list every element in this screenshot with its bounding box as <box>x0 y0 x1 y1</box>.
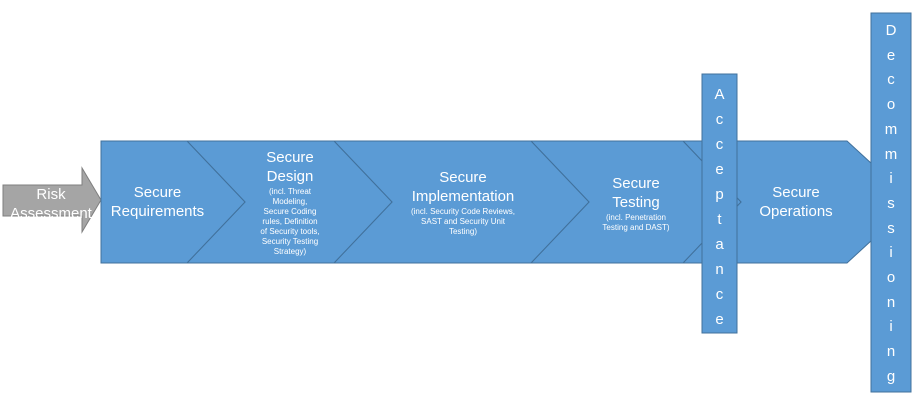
risk-assessment-label-box: Risk Assessment <box>5 185 97 223</box>
stage-secure-operations: Secure Operations <box>745 172 847 232</box>
stage-title: Secure Testing <box>612 174 660 211</box>
gate-letter: c <box>715 136 724 153</box>
gate-letter: D <box>885 22 897 39</box>
gate-letter: t <box>717 211 722 228</box>
stage-shape-secure-requirements <box>100 140 246 264</box>
gate-letter: c <box>715 286 724 303</box>
stage-detail: (incl. Penetration Testing and DAST) <box>602 212 670 232</box>
stage-secure-requirements: Secure Requirements <box>105 160 210 244</box>
gate-letter: i <box>889 170 893 188</box>
gate-letter: i <box>889 244 893 262</box>
gate-letter: e <box>715 311 724 328</box>
gate-letter: s <box>887 194 895 212</box>
gate-letter: e <box>886 46 896 64</box>
stage-detail: (incl. Security Code Reviews, SAST and S… <box>410 206 516 236</box>
gate-letter: n <box>715 261 724 278</box>
gate-letter: o <box>886 269 896 286</box>
stage-title: Secure Requirements <box>110 184 205 220</box>
gate-letter: c <box>887 71 895 89</box>
stage-secure-design: Secure Design (incl. Threat Modeling, Se… <box>238 140 342 264</box>
stage-title: Secure Operations <box>759 184 833 220</box>
gate-letter: i <box>889 318 893 336</box>
gate-letter: a <box>715 236 724 253</box>
gate-shape-acceptance <box>701 73 738 334</box>
gate-letter: s <box>887 219 895 237</box>
gate-letter: n <box>886 293 896 311</box>
risk-assessment-label: Risk Assessment <box>10 186 92 222</box>
gate-letter: o <box>886 96 896 114</box>
gate-letter: n <box>886 343 896 361</box>
gate-letter: A <box>714 86 725 103</box>
gate-letter: m <box>884 120 898 138</box>
stage-detail: (incl. Threat Modeling, Secure Coding ru… <box>260 186 320 256</box>
stage-title: Secure Design <box>266 148 314 185</box>
gate-letter: e <box>715 161 724 178</box>
stage-title: Secure Implementation <box>411 168 515 205</box>
stage-secure-implementation: Secure Implementation (incl. Security Co… <box>388 160 538 244</box>
gate-letter: m <box>884 145 898 163</box>
gate-letter: c <box>715 111 724 128</box>
stage-secure-testing: Secure Testing (incl. Penetration Testin… <box>586 165 686 241</box>
gate-letter: g <box>886 367 896 385</box>
risk-assessment-arrow <box>2 166 102 234</box>
gate-letter: p <box>715 186 724 203</box>
gate-shape-decommissioning <box>870 12 912 393</box>
